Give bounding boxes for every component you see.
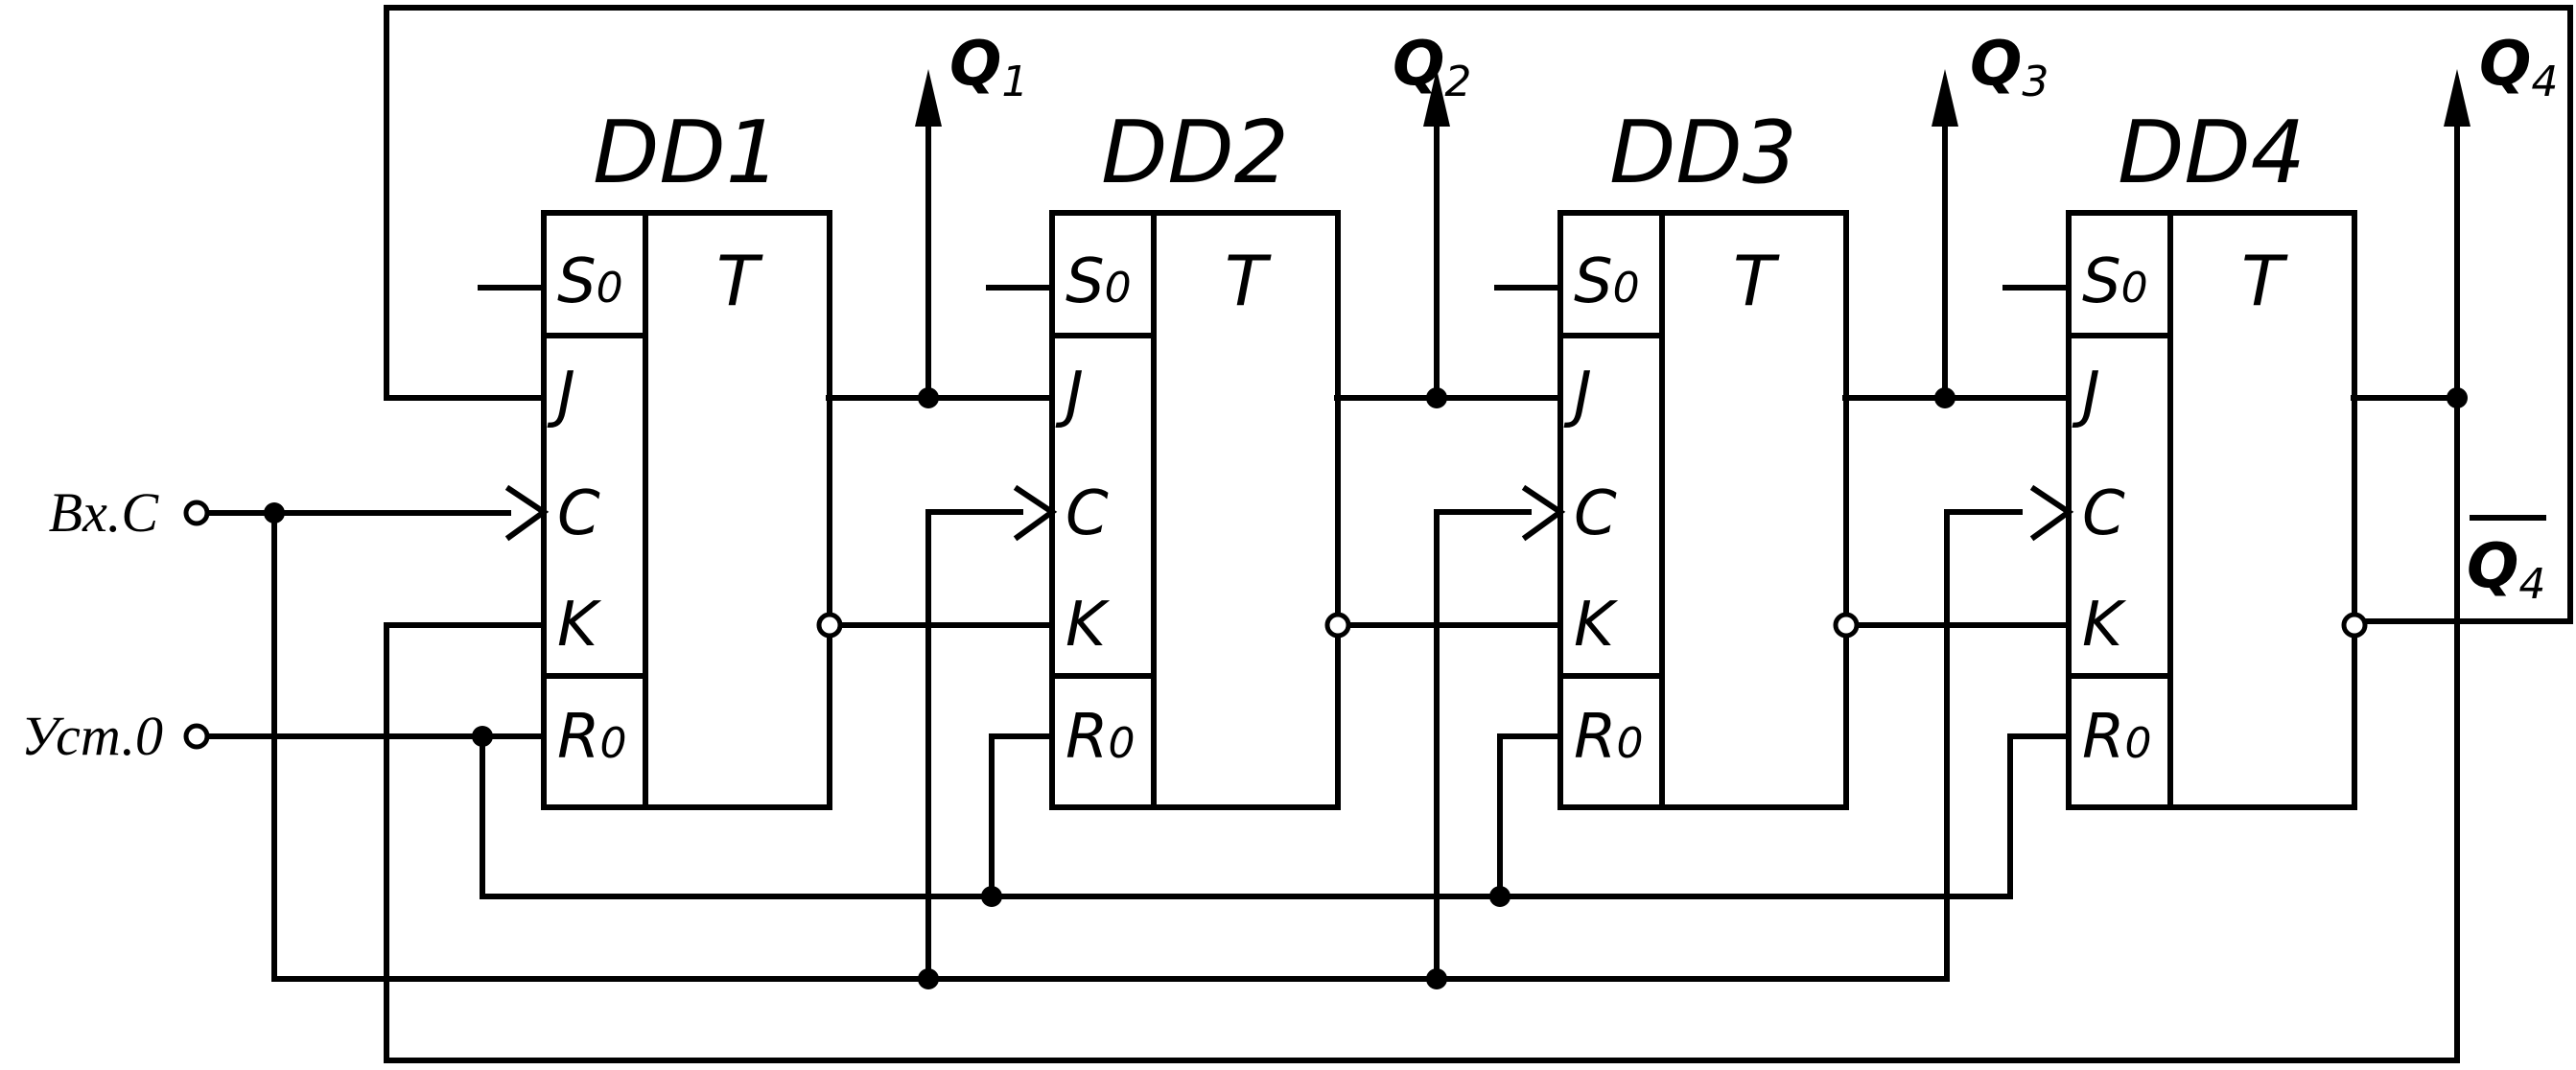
junction-dot — [472, 726, 493, 747]
junction-dot — [981, 886, 1002, 907]
pin-label-j: J — [1563, 360, 1592, 430]
pin-label-r: R0 — [1066, 702, 1135, 773]
pin-label-j: J — [547, 360, 575, 430]
output-label-q1: Q1 — [949, 29, 1028, 106]
flipflop-type-label: T — [716, 241, 763, 321]
flipflop-title: DD1 — [593, 103, 781, 203]
output-q3-tap — [1932, 69, 1958, 408]
flipflop-type-label: T — [1225, 241, 1272, 321]
flipflop-type-label: T — [2241, 241, 2288, 321]
clock-wire-dd3 — [1434, 509, 1532, 982]
flipflop-title: DD2 — [1101, 103, 1289, 203]
clock-edge-indicator — [1013, 484, 1058, 542]
clock-bus-wire — [271, 509, 2023, 982]
output-q1-tap — [915, 69, 942, 408]
junction-dot — [1489, 886, 1510, 907]
inverted-output-bubble — [816, 612, 843, 639]
junction-dot — [918, 968, 939, 989]
clock-input-terminal — [183, 500, 210, 526]
junction-dot — [264, 502, 285, 523]
pin-label-c: C — [1574, 478, 1617, 549]
flipflop-title: DD3 — [1609, 103, 1797, 203]
reset-input-label: Уст.0 — [21, 705, 163, 767]
feedback-wire-not-q4-to-j1 — [384, 5, 2573, 624]
inverted-output-bubble — [2341, 612, 2368, 639]
pin-label-s: S0 — [1574, 246, 1640, 317]
reset-wire-dd2 — [989, 733, 1055, 899]
reset-input-terminal — [183, 723, 210, 750]
pin-label-k: K — [1574, 590, 1619, 661]
pin-label-c: C — [557, 478, 600, 549]
clock-edge-indicator — [1521, 484, 1566, 542]
inverted-output-bubble — [1833, 612, 1860, 639]
output-label-q2: Q2 — [1393, 29, 1471, 106]
output-label-q3: Q3 — [1970, 29, 2049, 106]
pin-label-c: C — [2082, 478, 2125, 549]
reset-wire-dd3 — [1497, 733, 1563, 899]
pin-label-j: J — [2072, 360, 2100, 430]
pin-label-r: R0 — [1574, 702, 1643, 773]
junction-dot — [1426, 968, 1447, 989]
pin-label-k: K — [557, 590, 602, 661]
inverted-output-bubble — [1324, 612, 1351, 639]
pin-label-s: S0 — [1066, 246, 1132, 317]
clock-edge-indicator — [2029, 484, 2074, 542]
output-label-not-q4: Q4 — [2467, 531, 2545, 609]
feedback-wire-q4-to-k1 — [384, 395, 2460, 1063]
clock-input-label: Bx.C — [49, 481, 160, 544]
clock-edge-indicator — [504, 484, 550, 542]
flipflop-type-label: T — [1733, 241, 1780, 321]
pin-label-r: R0 — [557, 702, 626, 773]
output-q4-tap — [2444, 69, 2471, 408]
output-q2-tap — [1423, 69, 1450, 408]
output-label-q4: Q4 — [2479, 29, 2558, 106]
pin-label-r: R0 — [2082, 702, 2151, 773]
flipflop-title: DD4 — [2118, 103, 2306, 203]
pin-label-k: K — [2082, 590, 2127, 661]
flipflop-layer: DD1TS0JCKR0DD2TS0JCKR0DD3TS0JCKR0DD4TS0J… — [478, 103, 2368, 810]
pin-label-c: C — [1066, 478, 1109, 549]
pin-label-j: J — [1055, 360, 1084, 430]
clock-wire-dd2 — [925, 509, 1023, 982]
reset-bus-wire — [480, 733, 2072, 899]
pin-label-s: S0 — [557, 246, 623, 317]
pin-label-k: K — [1066, 590, 1111, 661]
pin-label-s: S0 — [2082, 246, 2148, 317]
